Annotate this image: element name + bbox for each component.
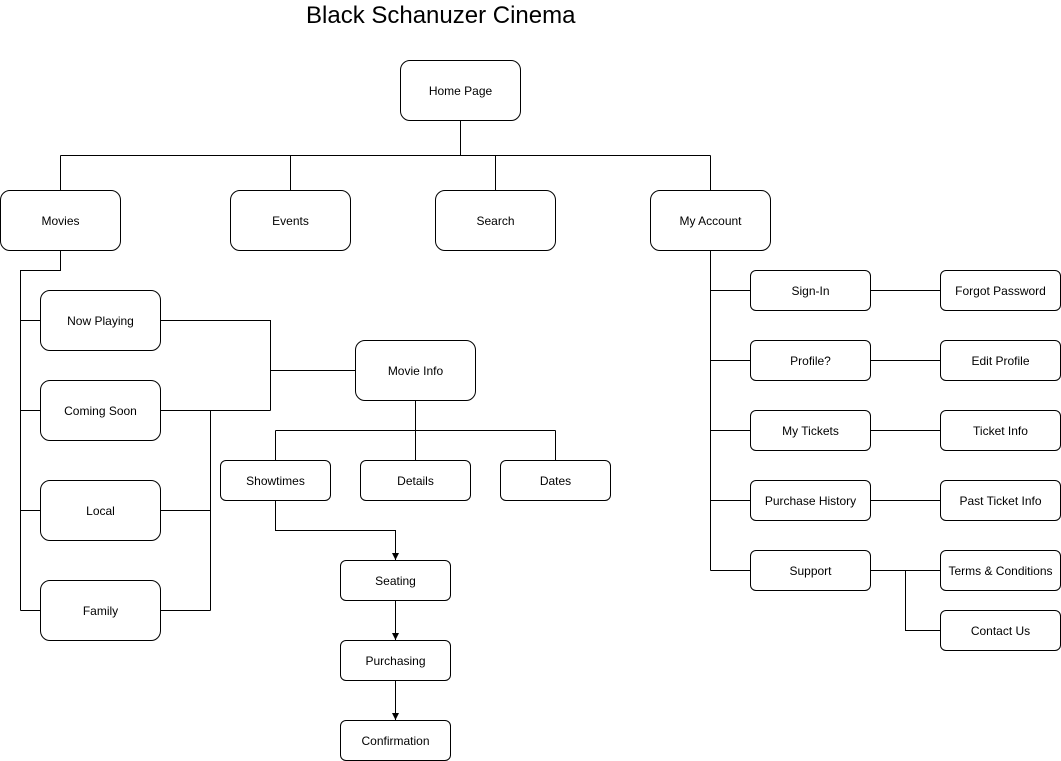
node-home-page: Home Page xyxy=(400,60,521,121)
connector-movies-bus xyxy=(20,250,61,611)
node-movies: Movies xyxy=(0,190,121,251)
node-edit-profile: Edit Profile xyxy=(940,340,1061,381)
node-events: Events xyxy=(230,190,351,251)
node-movie-info: Movie Info xyxy=(355,340,476,401)
node-showtimes: Showtimes xyxy=(220,460,331,501)
node-past-ticket-info: Past Ticket Info xyxy=(940,480,1061,521)
node-sign-in: Sign-In xyxy=(750,270,871,311)
node-purchase-history: Purchase History xyxy=(750,480,871,521)
node-search: Search xyxy=(435,190,556,251)
node-seating: Seating xyxy=(340,560,451,601)
node-profile: Profile? xyxy=(750,340,871,381)
node-coming-soon: Coming Soon xyxy=(40,380,161,441)
node-details: Details xyxy=(360,460,471,501)
node-family: Family xyxy=(40,580,161,641)
connector-account-subs xyxy=(870,290,940,631)
node-my-tickets: My Tickets xyxy=(750,410,871,451)
node-forgot-password: Forgot Password xyxy=(940,270,1061,311)
connector-home-to-top xyxy=(60,120,711,190)
node-local: Local xyxy=(40,480,161,541)
node-purchasing: Purchasing xyxy=(340,640,451,681)
diagram-title: Black Schanuzer Cinema xyxy=(306,2,576,29)
connector-categories-to-movie-info xyxy=(160,320,355,611)
node-support: Support xyxy=(750,550,871,591)
node-my-account: My Account xyxy=(650,190,771,251)
node-dates: Dates xyxy=(500,460,611,501)
arrow-showtimes-to-seating xyxy=(275,500,399,560)
node-contact-us: Contact Us xyxy=(940,610,1061,651)
node-terms-conditions: Terms & Conditions xyxy=(940,550,1061,591)
node-ticket-info: Ticket Info xyxy=(940,410,1061,451)
node-confirmation: Confirmation xyxy=(340,720,451,761)
connector-account-bus xyxy=(710,250,750,571)
node-now-playing: Now Playing xyxy=(40,290,161,351)
connector-movie-info-children xyxy=(275,400,556,460)
